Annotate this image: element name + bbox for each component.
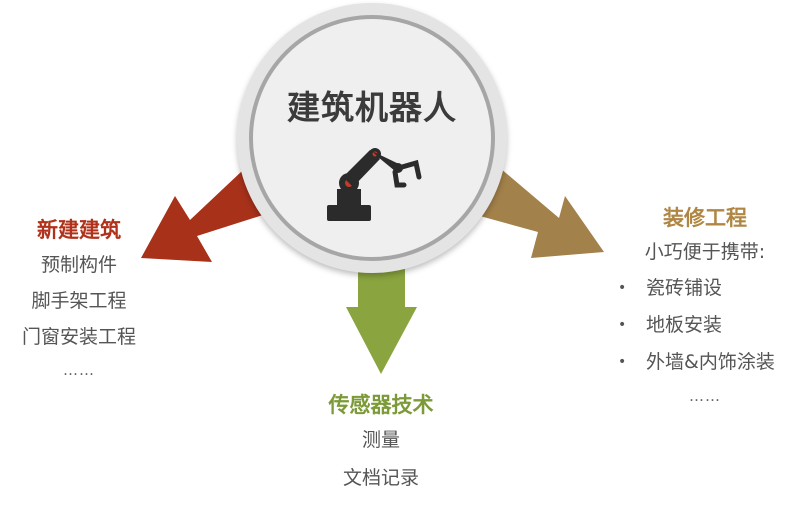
more-ellipsis: …… [63,361,95,379]
list-item: 测量 [361,429,400,451]
list-item: 预制构件 [40,254,117,276]
list-item: 脚手架工程 [31,290,127,312]
hub-circle: 建筑机器人 [237,3,507,273]
robot-arm-icon [327,148,422,221]
branch-title: 传感器技术 [328,393,434,417]
bullet-icon: • [618,354,627,370]
bullet-icon: • [618,280,627,296]
branch-title: 装修工程 [663,206,747,230]
list-item: • 外墙&内饰涂装 [610,344,800,381]
hub-ring [249,15,495,261]
branch-intro: 小巧便于携带: [644,241,766,263]
list-item-label: 地板安装 [646,314,723,336]
list-item: 门窗安装工程 [21,326,136,348]
branch-title: 新建建筑 [37,218,121,242]
right-arrow [480,168,604,258]
bottom-arrow [346,264,417,374]
branch-new-construction: 新建建筑 预制构件 脚手架工程 门窗安装工程 …… [4,216,154,385]
list-item-label: 瓷砖铺设 [646,277,723,299]
list-item-label: 外墙&内饰涂装 [646,351,775,373]
branch-decoration: 装修工程 小巧便于携带: • 瓷砖铺设 • 地板安装 • 外墙&内饰涂装 …… [610,204,800,411]
list-item: • 地板安装 [610,307,800,344]
branch-sensor-technology: 传感器技术 测量 文档记录 [306,391,456,497]
more-ellipsis: …… [689,387,721,405]
hub-title: 建筑机器人 [287,88,457,127]
bullet-icon: • [618,317,627,333]
list-item: 文档记录 [342,467,419,489]
left-arrow [141,171,266,262]
list-item: • 瓷砖铺设 [610,270,800,307]
